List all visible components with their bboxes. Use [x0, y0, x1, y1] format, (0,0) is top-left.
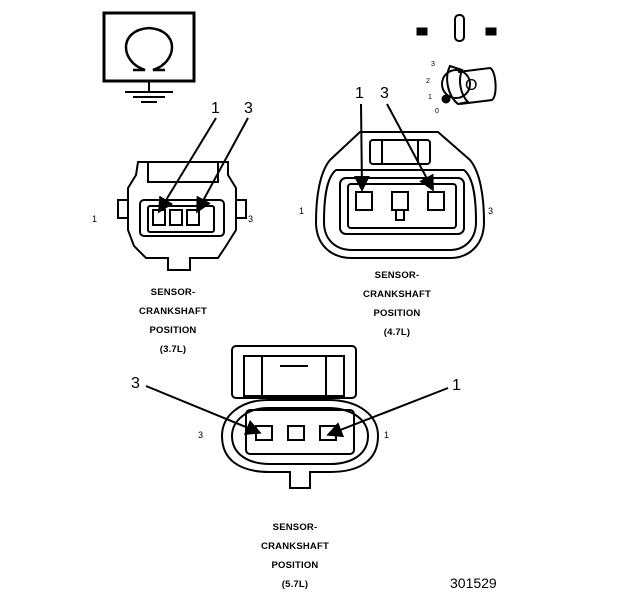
caption-line: (3.7L) — [159, 344, 187, 355]
caption-line: (5.7L) — [281, 579, 309, 590]
key-position-0: 0 — [435, 108, 439, 115]
caption-line: POSITION — [271, 560, 319, 571]
pin-right-3-7l: 3 — [248, 214, 254, 224]
key-position-2: 2 — [426, 78, 430, 85]
caption-line: CRANKSHAFT — [363, 289, 431, 300]
callout-1-3-7l: 1 — [211, 100, 220, 117]
ohm-ground-icon — [102, 11, 196, 103]
key-position-3: 3 — [431, 61, 435, 68]
callout-arrow-1-4-7l — [353, 103, 370, 192]
connector-4-7l — [314, 131, 486, 259]
pin-right-4-7l: 3 — [488, 206, 494, 216]
callout-3-4-7l: 3 — [380, 85, 389, 102]
key-letter: O — [465, 77, 478, 94]
ignition-key-icon — [416, 14, 497, 106]
callout-arrow-3-5-7l — [145, 385, 262, 435]
connector-3-7l — [117, 161, 247, 271]
callout-arrow-1-5-7l — [326, 387, 449, 438]
caption-line: CRANKSHAFT — [261, 541, 329, 552]
caption-4-7l: SENSOR- CRANKSHAFT POSITION (4.7L) — [342, 266, 452, 342]
caption-line: SENSOR- — [374, 270, 420, 281]
pin-left-5-7l: 3 — [198, 430, 204, 440]
figure-number: 301529 — [450, 575, 497, 591]
callout-3-3-7l: 3 — [244, 100, 253, 117]
callout-1-5-7l: 1 — [452, 377, 461, 394]
caption-3-7l: SENSOR- CRANKSHAFT POSITION (3.7L) — [118, 283, 228, 359]
callout-3-5-7l: 3 — [131, 375, 140, 392]
pin-left-4-7l: 1 — [299, 206, 305, 216]
connector-5-7l — [220, 345, 380, 489]
caption-5-7l: SENSOR- CRANKSHAFT POSITION (5.7L) — [240, 518, 350, 594]
callout-arrow-3-3-7l — [196, 117, 249, 214]
callout-arrow-3-4-7l — [386, 103, 434, 192]
caption-line: POSITION — [149, 325, 197, 336]
callout-1-4-7l: 1 — [355, 85, 364, 102]
key-position-1: 1 — [428, 94, 432, 101]
callout-arrow-1-3-7l — [157, 117, 217, 214]
caption-line: POSITION — [373, 308, 421, 319]
caption-line: CRANKSHAFT — [139, 306, 207, 317]
caption-line: SENSOR- — [272, 522, 318, 533]
pin-right-5-7l: 1 — [384, 430, 390, 440]
caption-line: (4.7L) — [383, 327, 411, 338]
caption-line: SENSOR- — [150, 287, 196, 298]
pin-left-3-7l: 1 — [92, 214, 98, 224]
